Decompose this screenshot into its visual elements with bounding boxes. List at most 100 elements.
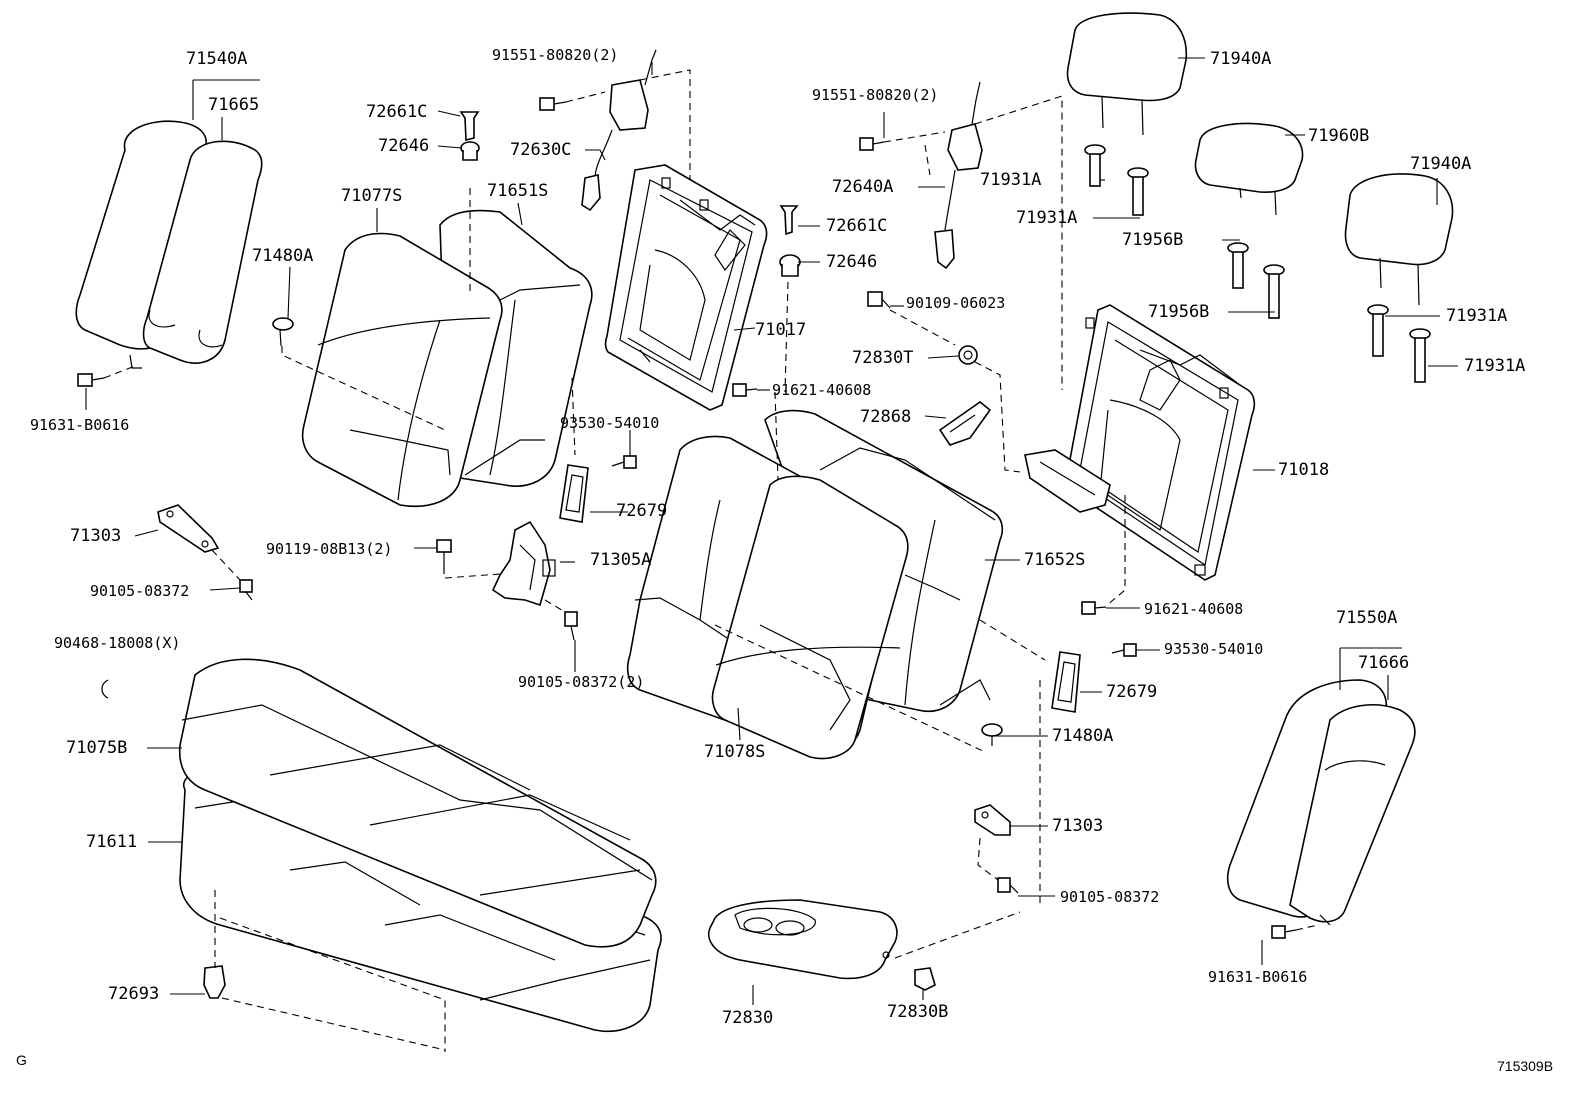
label-91551-80820-right: 91551-80820(2) [812, 86, 939, 104]
bolt-91631-left [77, 373, 105, 387]
bolt-90105-left [239, 579, 253, 601]
headrest-71960B [1194, 122, 1304, 216]
bushing-72830T [958, 345, 978, 365]
handle-72679-right [1051, 651, 1081, 713]
label-91631-B0616-left: 91631-B0616 [30, 416, 130, 434]
seat-back-left [301, 209, 593, 507]
label-90105-08372-2: 90105-08372(2) [518, 673, 645, 691]
label-71931A-4: 71931A [1464, 356, 1526, 376]
pin-72661C-right [779, 205, 799, 236]
bushing-72646-left [460, 141, 480, 161]
seatback-frame-71017 [604, 164, 768, 411]
guide-71956B-2 [1263, 264, 1285, 319]
label-71303-left: 71303 [70, 526, 122, 546]
guide-71956B-1 [1227, 242, 1249, 289]
label-72679-left: 72679 [616, 501, 668, 521]
bolt-91621-center [732, 383, 758, 397]
bracket-72868 [938, 401, 992, 446]
label-72830B: 72830B [887, 1002, 949, 1022]
label-71956B-1: 71956B [1122, 230, 1184, 250]
headrest-71940A-right [1344, 173, 1454, 306]
label-91631-B0616-right: 91631-B0616 [1208, 968, 1308, 986]
label-90105-08372-right: 90105-08372 [1060, 888, 1160, 906]
label-71018: 71018 [1278, 460, 1330, 480]
guide-71931A-3 [1367, 304, 1389, 357]
label-72693: 72693 [108, 984, 160, 1004]
label-90468-18008: 90468-18008(X) [54, 634, 181, 652]
label-71931A-3: 71931A [1446, 306, 1508, 326]
seat-back-right [626, 409, 1004, 760]
side-bolster-right [1226, 679, 1416, 926]
bolt-90109 [867, 291, 891, 309]
label-71651S: 71651S [487, 181, 549, 201]
lock-72630C [581, 49, 657, 212]
label-72830T: 72830T [852, 348, 914, 368]
lock-72640A [934, 81, 983, 270]
label-71540A: 71540A [186, 49, 248, 69]
label-71652S: 71652S [1024, 550, 1086, 570]
label-71960B: 71960B [1308, 126, 1370, 146]
bolt-90105-right [997, 877, 1019, 894]
label-71940A-top: 71940A [1210, 49, 1272, 69]
label-91551-80820-left: 91551-80820(2) [492, 46, 619, 64]
label-90105-08372-left: 90105-08372 [90, 582, 190, 600]
label-72646-left: 72646 [378, 136, 430, 156]
headrest-71940A-top [1066, 12, 1188, 136]
label-71480A-right: 71480A [1052, 726, 1114, 746]
label-71075B: 71075B [66, 738, 128, 758]
bracket-71303-left [157, 504, 220, 553]
label-72646-right: 72646 [826, 252, 878, 272]
label-71077S: 71077S [341, 186, 403, 206]
guide-71931A-4 [1409, 328, 1431, 383]
clip-71480A-left [272, 317, 294, 347]
clip-90468 [101, 679, 109, 699]
side-bolster-left [75, 120, 263, 369]
label-91621-40608-center: 91621-40608 [772, 381, 872, 399]
corner-code-left: G [16, 1052, 27, 1068]
handle-72679-left [559, 464, 589, 523]
bolt-90119 [436, 539, 452, 574]
label-72868: 72868 [860, 407, 912, 427]
label-71940A-right: 71940A [1410, 154, 1472, 174]
bushing-72646-right [779, 254, 801, 277]
label-71303-right: 71303 [1052, 816, 1104, 836]
bolt-91621-right [1081, 601, 1107, 615]
screw-93530-left [611, 455, 637, 469]
hinge-71305A [491, 520, 556, 607]
label-93530-54010-right: 93530-54010 [1164, 640, 1264, 658]
bolt-91631-right [1271, 925, 1297, 939]
label-71550A: 71550A [1336, 608, 1398, 628]
label-71665: 71665 [208, 95, 260, 115]
armrest-72830 [708, 899, 898, 980]
guide-71931A-2 [1127, 167, 1149, 216]
label-72830: 72830 [722, 1008, 774, 1028]
label-71480A-left: 71480A [252, 246, 314, 266]
clip-72693 [203, 965, 226, 999]
illustration-number: 715309B [1497, 1058, 1554, 1074]
pin-72661C-left [459, 111, 480, 142]
label-72661C-right: 72661C [826, 216, 888, 236]
label-71017: 71017 [755, 320, 807, 340]
label-71611: 71611 [86, 832, 138, 852]
label-71956B-2: 71956B [1148, 302, 1210, 322]
screw-93530-right [1111, 643, 1137, 657]
label-72630C: 72630C [510, 140, 572, 160]
clip-71480A-right [981, 723, 1003, 746]
label-93530-54010-left: 93530-54010 [560, 414, 660, 432]
label-71931A-2: 71931A [1016, 208, 1078, 228]
label-90109-06023: 90109-06023 [906, 294, 1006, 312]
bolt-91551-right [859, 137, 885, 151]
seatback-frame-71018 [1024, 304, 1256, 581]
leader-lines [85, 57, 1458, 1005]
bolt-90105-2 [564, 611, 578, 641]
label-71078S: 71078S [704, 742, 766, 762]
label-71305A: 71305A [590, 550, 652, 570]
bracket-71303-right [974, 804, 1011, 836]
bolt-91551-left [539, 97, 567, 111]
label-71931A-1: 71931A [980, 170, 1042, 190]
bushing-72830B [914, 967, 936, 991]
label-91621-40608-right: 91621-40608 [1144, 600, 1244, 618]
label-90119-08B13: 90119-08B13(2) [266, 540, 393, 558]
